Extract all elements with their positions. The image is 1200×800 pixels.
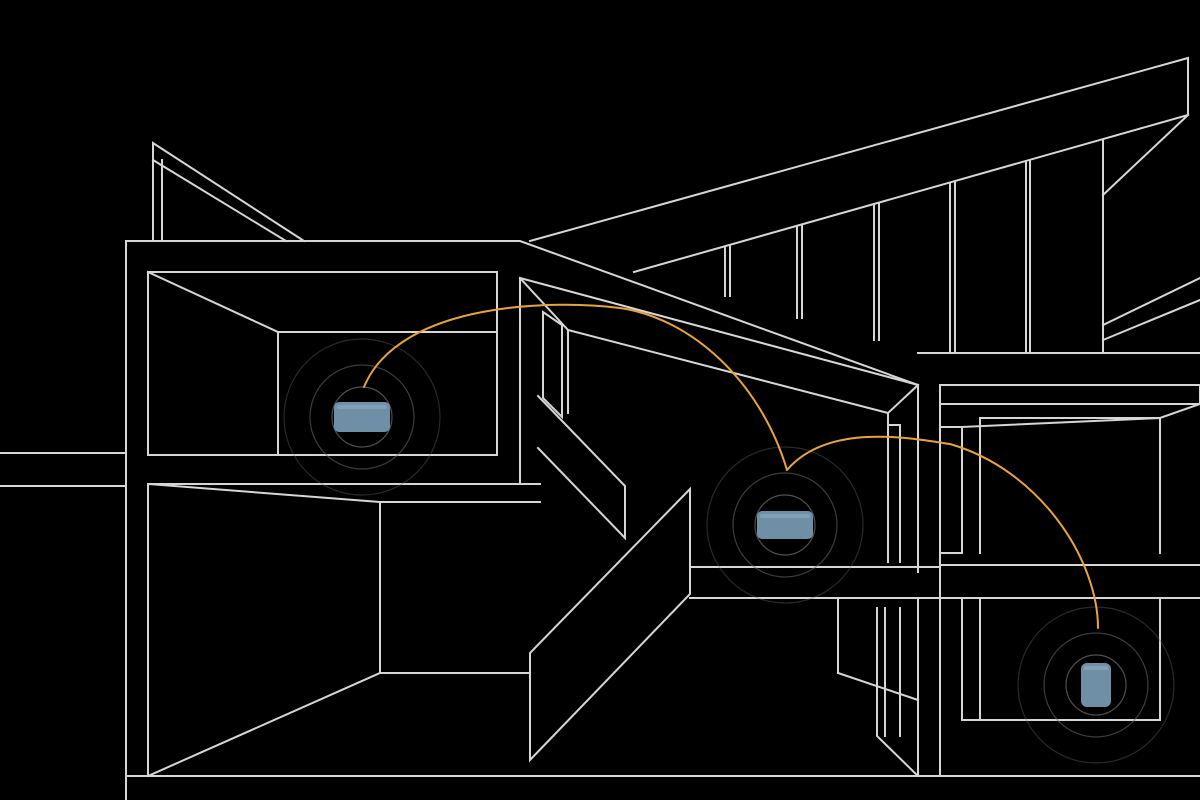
house-outline (0, 56, 1200, 800)
upper-left-room (146, 270, 498, 456)
device-top-highlight (760, 514, 810, 518)
upper-middle-wall (887, 412, 901, 563)
wifi-mesh-node-icon[interactable] (334, 402, 390, 432)
signal-waves-icon (1043, 632, 1149, 738)
staircase (529, 394, 691, 763)
signal-waves-icon (283, 338, 441, 496)
middle-floor-slab (689, 566, 1200, 777)
left-block-shell (125, 240, 1200, 800)
mesh-node-center[interactable] (757, 511, 813, 539)
signal-waves-icon (732, 472, 838, 578)
device-top-highlight (337, 405, 387, 409)
mesh-devices (334, 402, 1111, 707)
device-top-highlight (1084, 666, 1108, 670)
mesh-node-upper-left[interactable] (334, 402, 390, 432)
wifi-mesh-node-icon[interactable] (1081, 663, 1111, 707)
connection-arc-2 (786, 435, 1099, 629)
signal-waves-icon (706, 446, 864, 604)
lower-left-room (146, 482, 541, 778)
connection-links (363, 303, 1099, 629)
signal-waves-icon (1065, 654, 1127, 716)
centre-door (542, 310, 563, 420)
roof-fin-left (151, 141, 306, 243)
sloped-roof (528, 56, 1200, 354)
connection-arc-1 (363, 303, 788, 471)
signal-waves-icon (331, 386, 393, 448)
left-ground-strip (0, 452, 127, 487)
signal-rings (283, 338, 1175, 764)
signal-waves-icon (309, 364, 415, 470)
signal-waves-icon (754, 494, 816, 556)
right-block (939, 384, 1200, 777)
central-beam (518, 276, 920, 573)
mesh-node-lower-right[interactable] (1081, 663, 1111, 707)
lower-middle-room (836, 597, 920, 778)
